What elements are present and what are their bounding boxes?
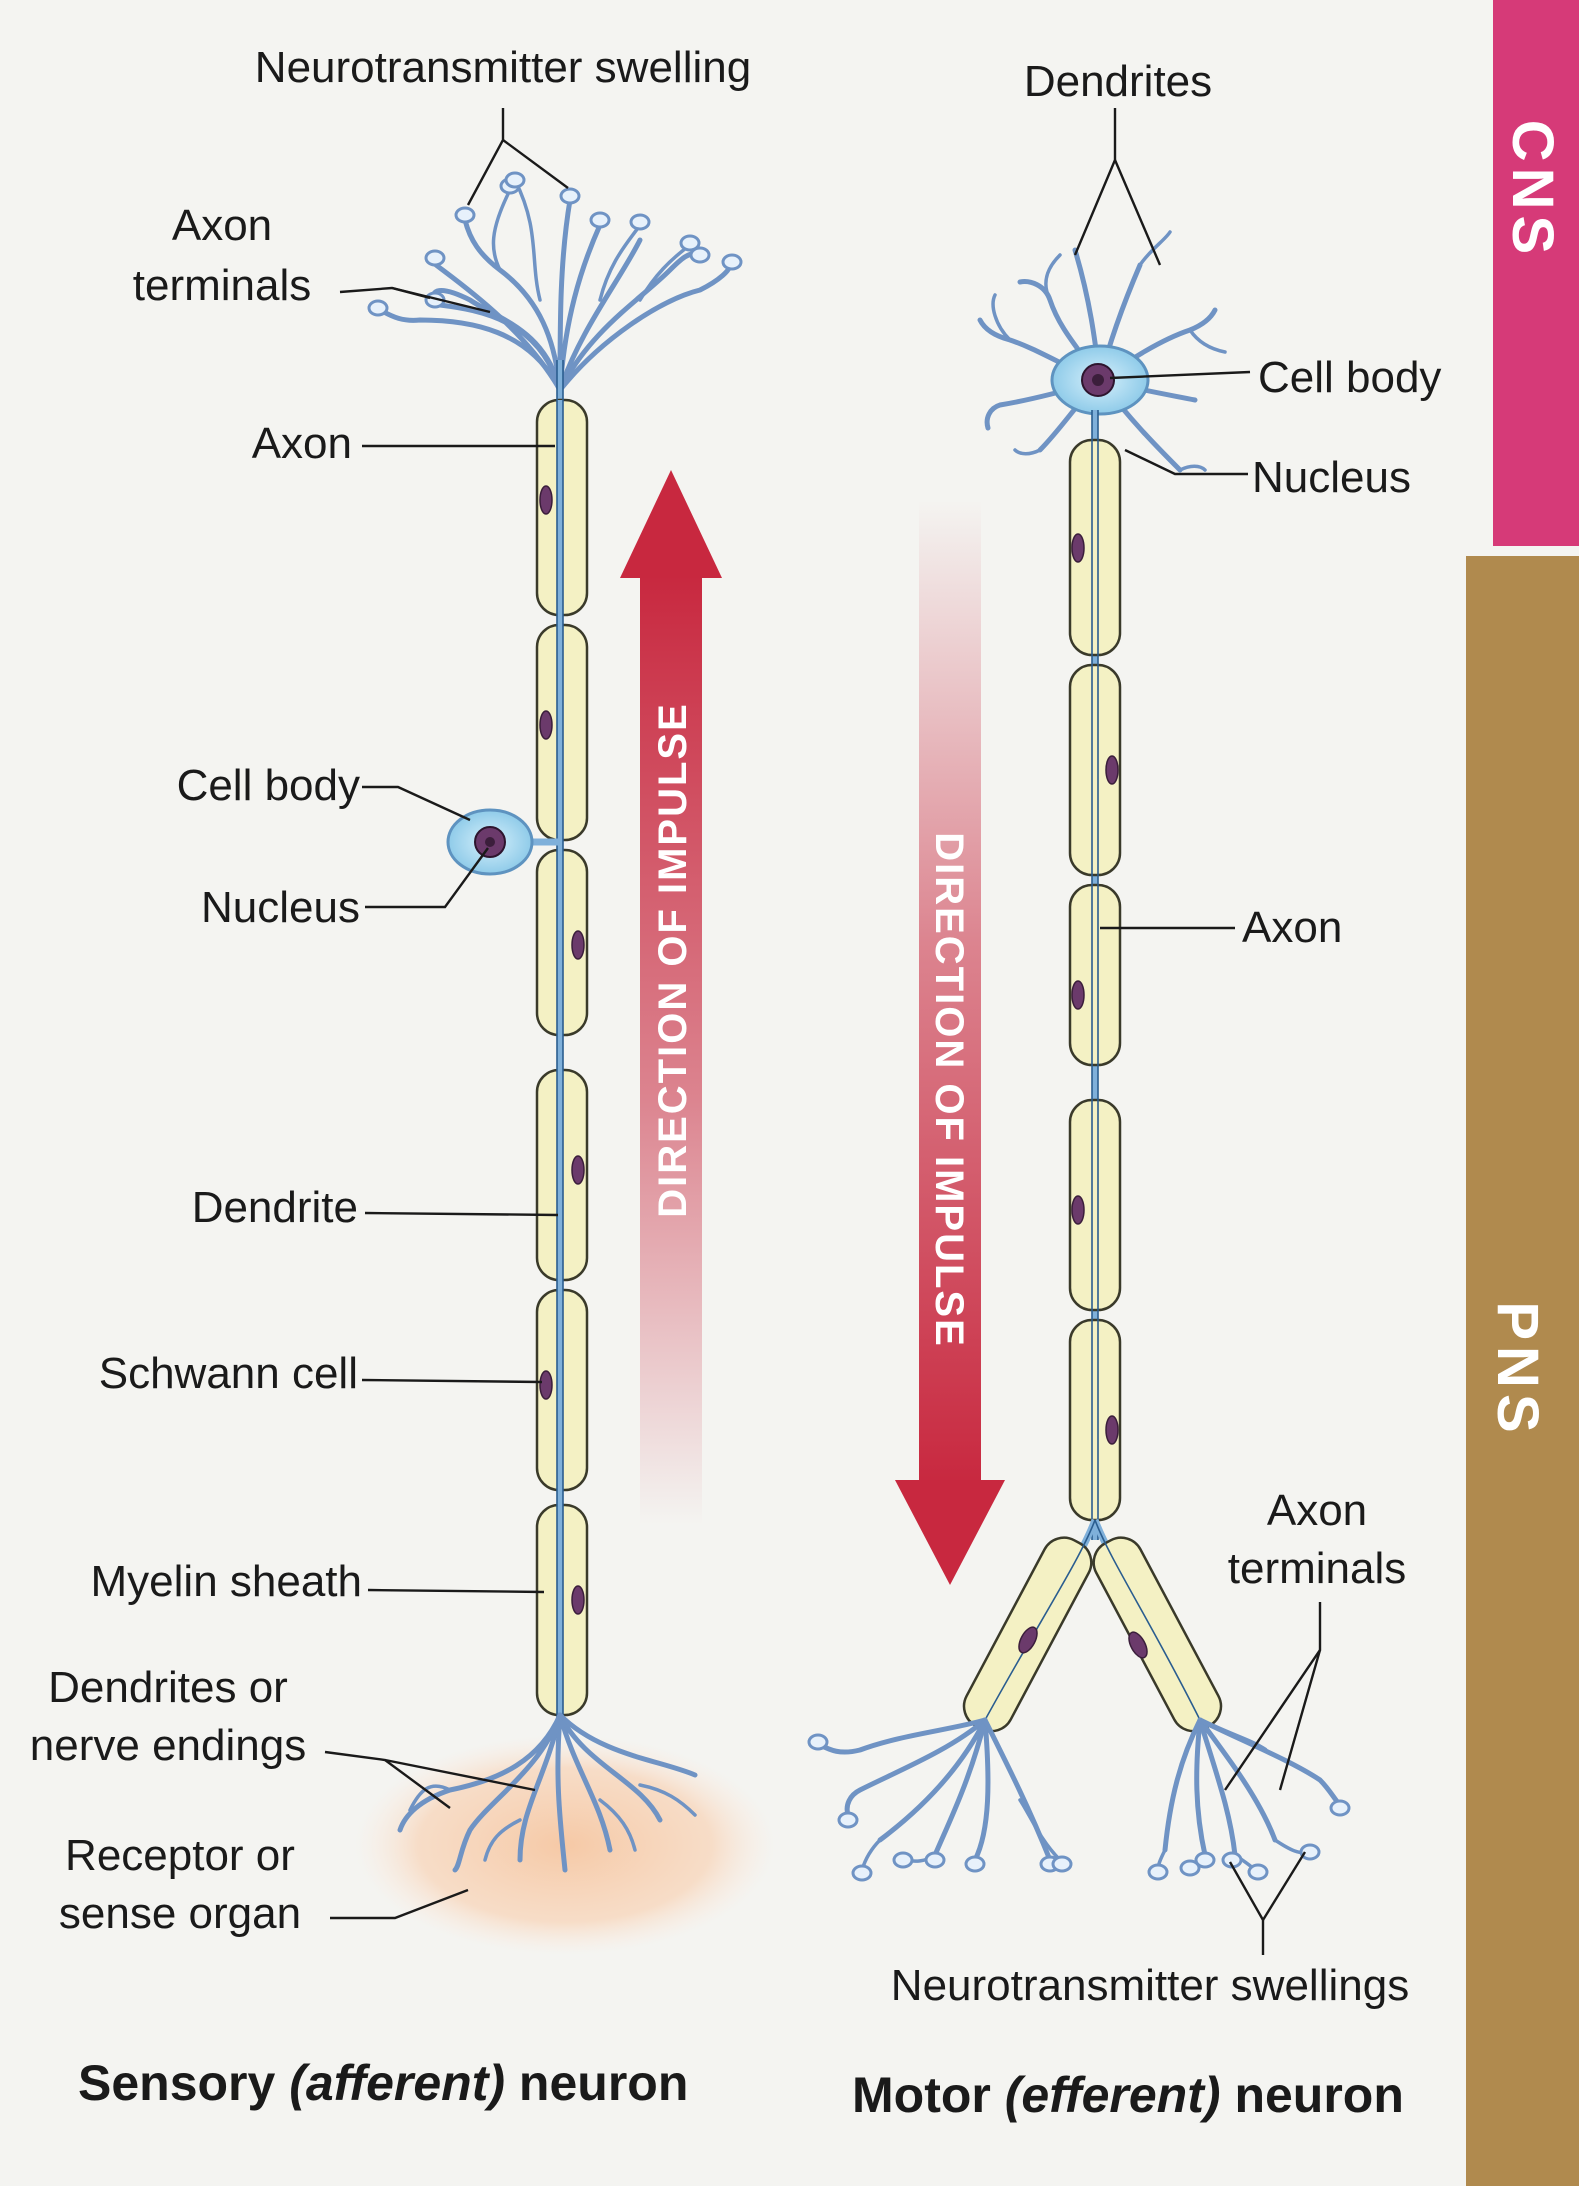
label-sense-organ: sense organ — [59, 1889, 301, 1938]
label-axon-terminals-line1: Axon — [172, 201, 272, 250]
sensory-dendrites — [397, 1712, 698, 1873]
label-neurotransmitter-swellings: Neurotransmitter swellings — [891, 1961, 1409, 2010]
label-motor-dendrites: Dendrites — [1024, 57, 1212, 106]
sensory-caption: Sensory (afferent) neuron — [78, 2055, 688, 2111]
label-schwann-cell: Schwann cell — [99, 1349, 358, 1398]
motor-cell-body — [1050, 344, 1150, 416]
motor-direction-label: DIRECTION OF IMPULSE — [927, 832, 971, 1348]
pns-band — [1466, 556, 1579, 2186]
label-sensory-cell-body: Cell body — [177, 761, 360, 810]
label-neurotransmitter-swelling: Neurotransmitter swelling — [255, 43, 751, 92]
pns-label: PNS — [1485, 1301, 1550, 1438]
motor-axon-branches — [962, 1518, 1223, 1733]
motor-direction-arrow: DIRECTION OF IMPULSE — [895, 500, 1005, 1585]
label-motor-axon-terminals-line2: terminals — [1228, 1544, 1407, 1593]
label-motor-cell-body: Cell body — [1258, 353, 1441, 402]
label-receptor-or: Receptor or — [65, 1831, 295, 1880]
sensory-neurotransmitter-swellings — [367, 171, 743, 317]
sensory-direction-label: DIRECTION OF IMPULSE — [651, 702, 695, 1218]
label-axon-terminals-line2: terminals — [133, 261, 312, 310]
cns-band — [1493, 0, 1579, 546]
motor-axon-terminals-right — [1147, 1717, 1351, 1881]
motor-myelin-segment — [1068, 663, 1122, 877]
motor-myelin-segment — [1068, 883, 1122, 1067]
label-sensory-axon: Axon — [252, 419, 352, 468]
motor-myelin-segment — [1068, 438, 1122, 657]
sensory-axon-terminals — [377, 178, 733, 393]
motor-labels: Dendrites Cell body Nucleus Axon Axon te… — [852, 57, 1441, 2123]
label-dendrite: Dendrite — [192, 1183, 358, 1232]
label-dendrites-or: Dendrites or — [48, 1663, 288, 1712]
label-sensory-nucleus: Nucleus — [201, 883, 360, 932]
motor-myelin-segment — [1068, 1098, 1122, 1312]
motor-axon — [1068, 410, 1122, 1540]
motor-caption: Motor (efferent) neuron — [852, 2067, 1404, 2123]
cns-label: CNS — [1500, 120, 1565, 260]
label-myelin-sheath: Myelin sheath — [91, 1557, 362, 1606]
sensory-cell-body — [446, 808, 560, 876]
leader-lines — [324, 108, 1322, 1955]
sensory-axon — [535, 360, 589, 1720]
motor-axon-terminals-left — [807, 1717, 1073, 1882]
label-motor-axon-terminals-line1: Axon — [1267, 1486, 1367, 1535]
sensory-labels: Neurotransmitter swelling Axon terminals… — [30, 43, 751, 2111]
label-nerve-endings: nerve endings — [30, 1721, 306, 1770]
label-motor-nucleus: Nucleus — [1252, 453, 1411, 502]
sensory-direction-arrow: DIRECTION OF IMPULSE — [620, 470, 722, 1525]
label-motor-axon: Axon — [1242, 903, 1342, 952]
